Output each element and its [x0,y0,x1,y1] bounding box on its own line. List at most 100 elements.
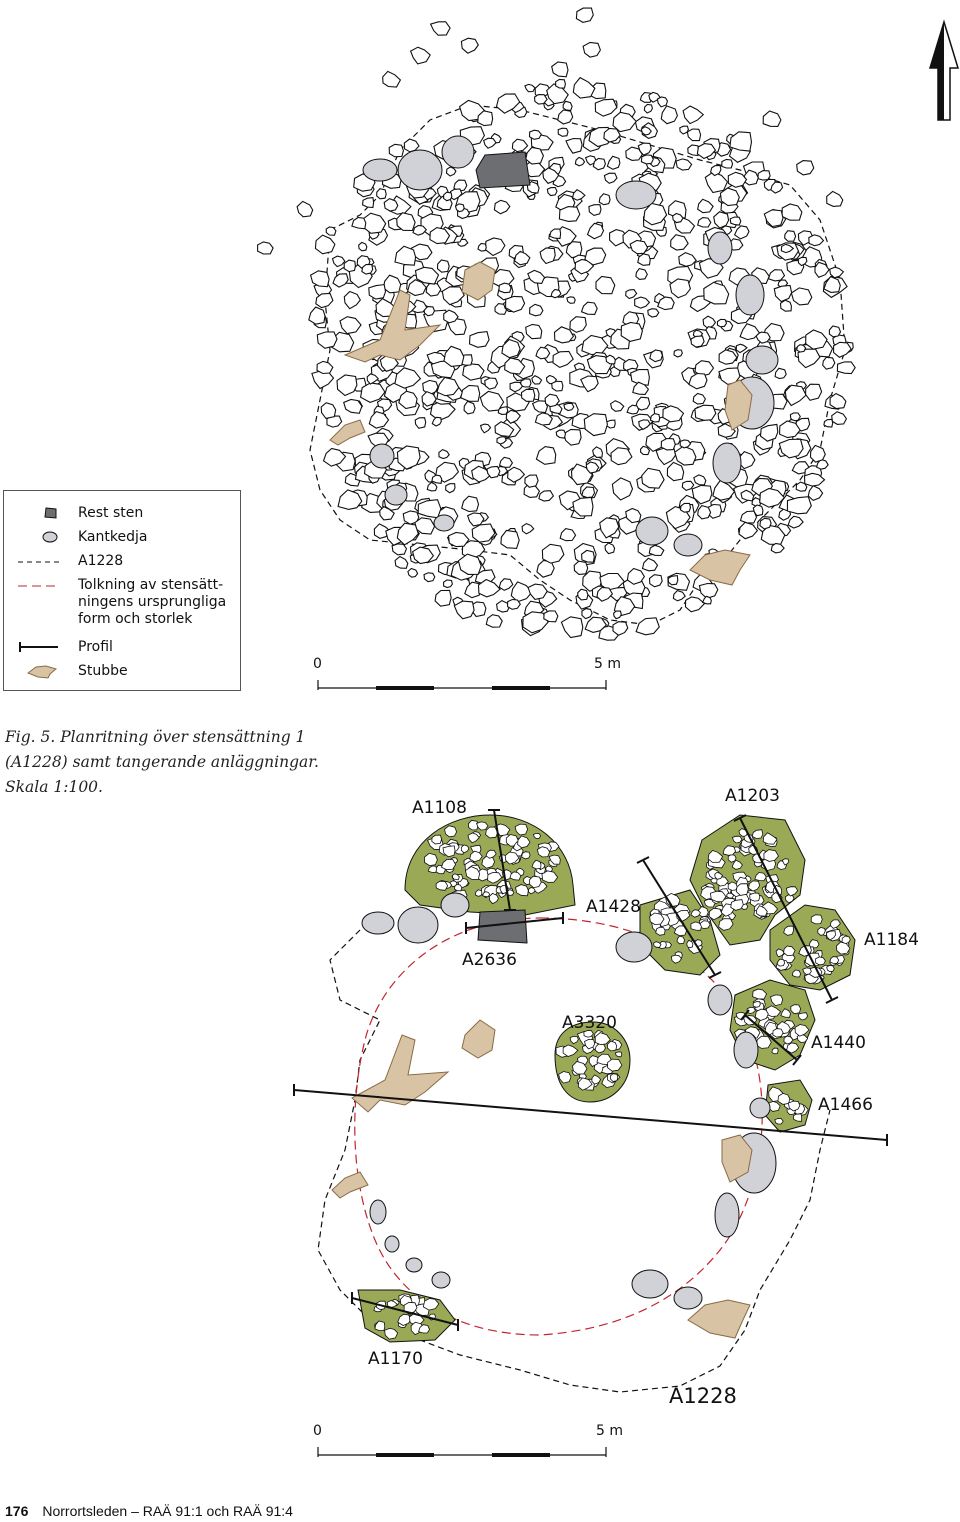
stone [543,610,559,623]
stone [625,507,642,524]
stone [384,1327,399,1340]
stone [606,419,616,429]
bottom-stumps [331,1019,753,1339]
legend-label: Rest sten [78,505,144,521]
stone [609,400,625,412]
stone [803,472,826,487]
stone [418,1324,430,1334]
stone [316,360,334,375]
stone [316,331,338,349]
stone [770,181,784,194]
stone [423,572,436,583]
stone [785,886,799,897]
stone [421,390,437,407]
stone [479,390,505,412]
stone [443,309,459,324]
stone [701,595,712,605]
stone [557,127,569,137]
stone [638,419,651,431]
stone [643,103,653,114]
stone [637,142,652,156]
stone [580,301,598,315]
stone [559,527,577,542]
stone [528,129,542,140]
stone [563,402,575,412]
stone [462,363,485,381]
stone [394,367,422,389]
stone [332,273,349,288]
stone [417,499,442,519]
stone [802,967,812,975]
stone [679,125,689,135]
stone [647,308,660,318]
stone [603,127,621,143]
stone [729,216,742,226]
stone [634,296,651,309]
stone [443,579,453,589]
stone [759,487,786,508]
stone [648,544,665,557]
stone [351,216,367,230]
stone [484,377,499,390]
dashed-line-icon [18,561,60,563]
stone [691,484,713,505]
stone [672,212,684,224]
stone [434,589,452,607]
a1228-boundary-bottom [317,929,831,1393]
stone [504,357,526,375]
stone [529,303,544,317]
profile-a1108 [488,809,516,911]
stone [697,198,714,214]
stone [539,247,556,265]
stone [343,259,356,273]
stone [841,935,851,945]
label-a1466: A1466 [818,1095,873,1115]
rest-stone-icon [44,507,57,519]
stone [756,905,768,917]
stone [461,495,480,513]
stone [457,553,482,575]
stone [562,1044,579,1057]
stone [414,417,427,429]
stone [648,574,663,588]
stone [687,144,700,157]
stone [762,832,778,845]
stone [673,349,683,358]
stone [712,479,736,501]
stone [454,203,465,213]
label-a1428: A1428 [586,897,641,917]
stone [649,413,661,423]
stone [514,823,529,836]
stone [325,226,337,236]
stone [754,1008,769,1021]
stone [629,239,649,255]
stone [727,881,738,891]
stone [775,948,785,958]
stone [528,875,542,889]
stone [422,1298,440,1311]
stone [496,599,510,613]
stone [531,859,542,870]
stone [831,411,848,425]
stone [783,945,796,957]
stone [581,549,595,563]
stone [374,1320,386,1331]
stone [475,821,489,831]
stone [585,461,600,474]
stone [331,255,346,268]
stone [515,884,529,897]
stone [640,445,651,456]
stone [669,278,692,299]
stone [603,172,618,184]
stone [722,845,737,856]
stone [411,546,435,565]
stone [815,458,829,470]
stone [465,866,481,880]
stone [686,939,694,949]
stone [464,581,483,599]
stone [343,398,363,414]
stone [763,209,784,228]
stone [696,143,717,160]
profile-lines [293,809,888,1331]
stone [637,253,651,266]
